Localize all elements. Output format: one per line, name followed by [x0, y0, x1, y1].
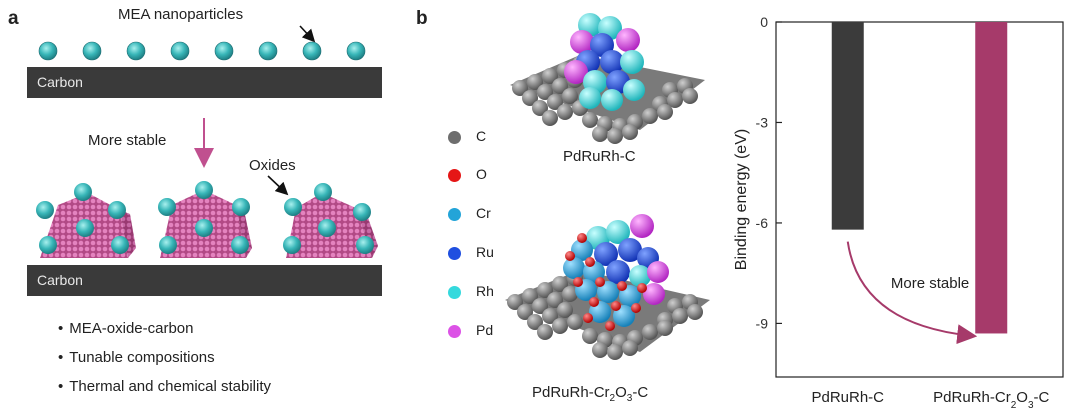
y-tick-label: 0 [760, 14, 768, 30]
y-axis-label: Binding energy (eV) [733, 129, 750, 270]
oxides-label: Oxides [249, 157, 296, 174]
mea-pointer-arrow [299, 25, 316, 43]
y-tick-label: -3 [756, 114, 769, 130]
oxides-pointer-arrow [267, 175, 289, 196]
legend-swatch [448, 325, 461, 338]
cluster-pdrurh-cr2o3-c [563, 214, 669, 331]
x-category-label: PdRuRh-Cr2O3-C [933, 389, 1049, 411]
mea-nanoparticle-row [38, 41, 366, 61]
bar-1 [831, 22, 864, 230]
y-tick-label: -9 [756, 315, 769, 331]
panel-a-illustration [36, 25, 378, 258]
atomic-models [505, 13, 710, 360]
bar-2 [975, 22, 1008, 334]
bullet-item: MEA-oxide-carbon [58, 314, 271, 343]
model-label-pdrurh-c: PdRuRh-C [563, 148, 636, 165]
oxide-cluster-1 [36, 183, 136, 258]
legend-swatch [448, 247, 461, 260]
oxide-cluster-2 [158, 181, 252, 258]
carbon-substrate-bottom: Carbon [27, 265, 382, 296]
panel-b-letter: b [416, 8, 428, 29]
x-category-label: PdRuRh-C [811, 389, 884, 406]
oxide-cluster-3 [283, 183, 378, 258]
legend-swatch [448, 286, 461, 299]
chart-annotation: More stable [891, 275, 969, 292]
feature-bullet-list: MEA-oxide-carbon Tunable compositions Th… [58, 314, 271, 401]
mea-nanoparticles-label: MEA nanoparticles [118, 6, 244, 23]
bullet-item: Thermal and chemical stability [58, 372, 271, 401]
legend-swatch [448, 208, 461, 221]
cluster-pdrurh-c [564, 13, 645, 111]
legend-swatch [448, 169, 461, 182]
bullet-item: Tunable compositions [58, 343, 271, 372]
model-label-pdrurh-cr2o3-c: PdRuRh-Cr2O3-C [532, 384, 649, 404]
y-tick-label: -6 [756, 215, 769, 231]
plot-frame [775, 21, 1064, 378]
legend-swatch [448, 131, 461, 144]
carbon-substrate-top: Carbon [27, 67, 382, 98]
more-stable-curved-arrow [846, 241, 978, 345]
panel-a-letter: a [8, 8, 19, 29]
more-stable-label-a: More stable [88, 132, 167, 149]
